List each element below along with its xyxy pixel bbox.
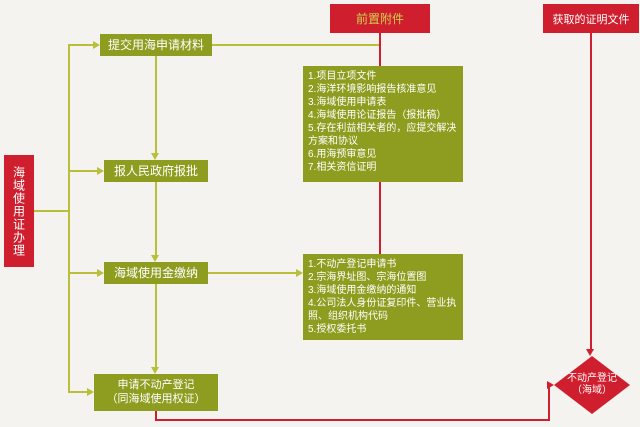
terminal-label: 不动产登记	[567, 372, 617, 384]
connector-step3-to-attachments	[208, 272, 296, 274]
connector-list1-to-list2	[379, 182, 381, 254]
connector-bottom-horizontal	[155, 419, 550, 421]
connector-step4-down	[155, 411, 157, 421]
flow-step-pay-sea-use-fee: 海域使用金缴纳	[104, 262, 208, 284]
connector-spine-vertical	[68, 44, 70, 393]
attachment-item: 3.海域使用金缴纳的通知	[308, 285, 417, 296]
connector-spine-to-step2	[68, 170, 97, 172]
arrow-down-icon	[151, 255, 159, 262]
arrow-down-icon	[151, 153, 159, 160]
flow-step-report-government: 报人民政府报批	[104, 160, 208, 182]
attachment-list-registration: 1.不动产登记申请书 2.宗海界址图、宗海位置图 3.海域使用金缴纳的通知 4.…	[303, 254, 463, 340]
connector-spine-to-step1	[68, 44, 93, 46]
flow-step-submit-application: 提交用海申请材料	[100, 34, 212, 56]
prerequisite-attachments-label-box: 前置附件	[330, 4, 430, 33]
prerequisite-attachments-label: 前置附件	[355, 12, 404, 26]
terminal-real-estate-registration-diamond: 不动产登记 （海域）	[554, 356, 630, 414]
arrow-down-icon	[151, 367, 159, 374]
attachment-item: 3.海域使用申请表	[308, 97, 387, 108]
flow-step-sublabel: （同海域使用权证）	[106, 392, 206, 405]
attachment-item: 1.项目立项文件	[308, 71, 377, 82]
flow-step-label: 报人民政府报批	[113, 163, 198, 178]
arrow-right-icon	[296, 269, 303, 277]
attachment-item: 6.用海预审意见	[308, 149, 377, 160]
connector-step1-to-step2	[155, 56, 157, 153]
attachment-item: 1.不动产登记申请书	[308, 259, 397, 270]
connector-spine-to-step3	[68, 272, 97, 274]
arrow-right-icon	[93, 41, 100, 49]
connector-step3-to-step4	[155, 284, 157, 367]
terminal-sublabel: （海域）	[572, 385, 612, 396]
attachment-list-application: 1.项目立项文件 2.海洋环境影响报告核准意见 3.海域使用申请表 4.海域使用…	[303, 66, 463, 182]
attachment-item: 4.公司法人身份证复印件、营业执照、组织机构代码	[308, 298, 457, 322]
arrow-down-icon	[586, 349, 594, 356]
flow-step-apply-real-estate-registration: 申请不动产登记 （同海域使用权证）	[94, 374, 218, 411]
flow-step-label: 提交用海申请材料	[107, 37, 204, 52]
connector-title-to-spine	[34, 210, 68, 212]
attachment-item: 2.海洋环境影响报告核准意见	[308, 84, 437, 95]
obtained-documents-label-box: 获取的证明文件	[543, 4, 639, 33]
flow-step-label: 申请不动产登记	[117, 378, 195, 391]
process-title-box: 海域使用证办理	[4, 155, 34, 267]
arrow-right-icon	[547, 381, 554, 389]
connector-obtained-to-diamond	[590, 33, 592, 349]
arrow-right-icon	[97, 269, 104, 277]
arrow-right-icon	[97, 167, 104, 175]
connector-step1-to-attachments	[212, 44, 380, 46]
flow-step-label: 海域使用金缴纳	[113, 265, 198, 280]
arrow-right-icon	[87, 388, 94, 396]
attachment-item: 5.存在利益相关者的，应提交解决方案和协议	[308, 123, 457, 147]
process-title: 海域使用证办理	[11, 165, 26, 257]
obtained-documents-label: 获取的证明文件	[552, 13, 630, 26]
attachment-item: 5.授权委托书	[308, 324, 367, 335]
connector-prerequisite-to-list1	[379, 33, 381, 66]
connector-spine-to-step4	[68, 391, 87, 393]
attachment-item: 2.宗海界址图、宗海位置图	[308, 272, 427, 283]
connector-up-to-diamond	[548, 385, 550, 421]
connector-step2-to-step3	[155, 182, 157, 255]
attachment-item: 7.相关资信证明	[308, 162, 377, 173]
attachment-item: 4.海域使用论证报告（报批稿）	[308, 110, 447, 121]
